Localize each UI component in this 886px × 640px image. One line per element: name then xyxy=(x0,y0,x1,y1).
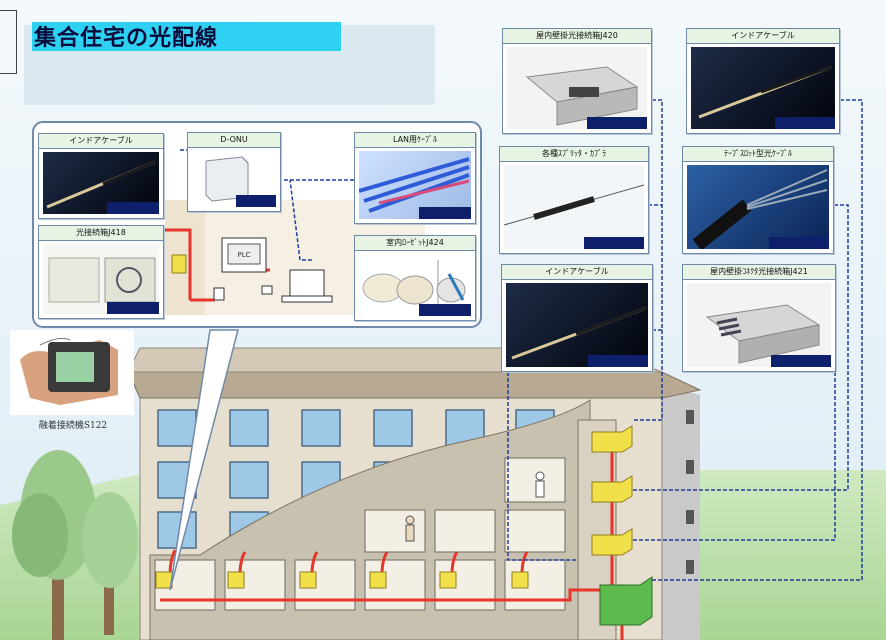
panel-lan-cable: LAN用ｹｰﾌﾞﾙ xyxy=(354,132,476,224)
panel-title: インドアケーブル xyxy=(39,134,163,149)
panel-photo xyxy=(43,244,159,314)
panel-tag xyxy=(107,302,159,314)
panel-title: 室内ﾛｰｾﾞｯﾄJ424 xyxy=(355,236,475,251)
panel-photo xyxy=(687,165,829,249)
panel-tag xyxy=(587,117,647,129)
panel-splitter: 各種ｽﾌﾟﾘｯﾀ・ｶﾌﾟﾗ xyxy=(499,146,649,254)
left-frame xyxy=(0,10,17,74)
panel-photo xyxy=(504,165,644,249)
panel-photo xyxy=(506,283,648,367)
panel-tag xyxy=(584,237,644,249)
panel-title: インドアケーブル xyxy=(502,265,652,280)
room-boxes xyxy=(155,571,529,589)
panel-tag xyxy=(775,117,835,129)
blue-links xyxy=(180,99,863,581)
riser-boxes xyxy=(591,425,633,556)
panel-photo xyxy=(691,47,835,129)
green-cabinet xyxy=(599,576,653,626)
panel-indoor-cable-top: インドアケーブル xyxy=(686,28,840,134)
panel-tag xyxy=(236,195,276,207)
panel-title: インドアケーブル xyxy=(687,29,839,44)
panel-j424: 室内ﾛｰｾﾞｯﾄJ424 xyxy=(354,235,476,321)
side-windows xyxy=(686,410,694,574)
building-side xyxy=(662,385,700,640)
panel-photo xyxy=(507,47,647,129)
panel-tag xyxy=(771,355,831,367)
fusion-splicer-caption: 融着接続機S122 xyxy=(38,421,108,431)
panel-j421: 屋内壁掛ｺﾈｸﾀ光接続箱J421 xyxy=(682,264,836,372)
panel-tag xyxy=(588,355,648,367)
panel-title: 屋内壁掛光接続箱J420 xyxy=(503,29,651,44)
panel-j418: 光接続箱J418 xyxy=(38,225,164,319)
page-title: 集合住宅の光配線 xyxy=(34,26,219,51)
panel-title: 各種ｽﾌﾟﾘｯﾀ・ｶﾌﾟﾗ xyxy=(500,147,648,162)
panel-title: 屋内壁掛ｺﾈｸﾀ光接続箱J421 xyxy=(683,265,835,280)
panel-indoor-cable-room: インドアケーブル xyxy=(38,133,164,219)
callout-beam xyxy=(169,329,239,591)
panel-d-onu: D-ONU xyxy=(187,132,281,212)
panel-tag xyxy=(419,304,471,316)
panel-title: D-ONU xyxy=(188,133,280,148)
fusion-splicer-image xyxy=(10,330,134,415)
panel-title: 光接続箱J418 xyxy=(39,226,163,241)
device-label: PLC xyxy=(237,251,250,259)
panel-j420: 屋内壁掛光接続箱J420 xyxy=(502,28,652,134)
panel-indoor-cable-mid: インドアケーブル xyxy=(501,264,653,372)
panel-photo xyxy=(687,283,831,367)
panel-title: ﾃｰﾌﾟｽﾛｯﾄ型光ｹｰﾌﾞﾙ xyxy=(683,147,833,162)
title-bar xyxy=(32,22,341,51)
panel-photo xyxy=(359,254,471,316)
panel-tag xyxy=(419,207,471,219)
people xyxy=(405,471,545,542)
panel-tag xyxy=(107,202,159,214)
trees xyxy=(12,450,138,640)
panel-title: LAN用ｹｰﾌﾞﾙ xyxy=(355,133,475,148)
panel-tape-slot: ﾃｰﾌﾟｽﾛｯﾄ型光ｹｰﾌﾞﾙ xyxy=(682,146,834,254)
panel-tag xyxy=(769,237,829,249)
